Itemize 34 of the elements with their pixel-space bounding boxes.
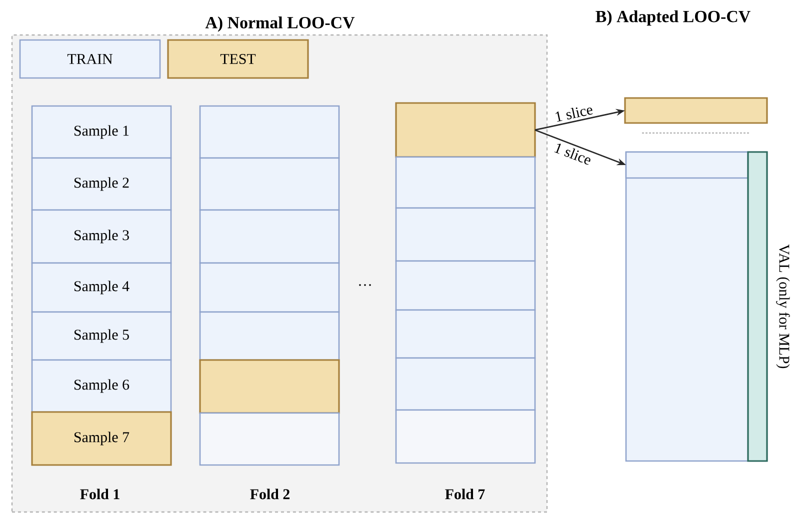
legend-label: TRAIN: [67, 54, 112, 64]
fold-label: Fold 1: [80, 488, 120, 500]
data-box: [199, 209, 340, 264]
vertical-label: VAL (only for MLP): [776, 244, 790, 368]
test-box: Sample 7: [31, 411, 172, 466]
data-box: [199, 412, 340, 466]
fold-label: Fold 7: [445, 488, 485, 500]
data-box: [199, 311, 340, 361]
data-box: [625, 151, 749, 179]
data-box: Sample 5: [31, 311, 172, 361]
data-box: Sample 2: [31, 157, 172, 211]
data-box: Sample 1: [31, 105, 172, 159]
legend-label: TEST: [220, 54, 256, 64]
data-box: Sample 6: [31, 359, 172, 413]
test-box: [624, 97, 768, 124]
ellipsis: …: [359, 284, 371, 286]
data-box: [395, 357, 536, 411]
panel-title: A) Normal LOO-CV: [205, 16, 355, 32]
section-title: B) Adapted LOO-CV: [596, 10, 750, 26]
data-box: [395, 260, 536, 311]
test-box: [199, 359, 340, 414]
edge-label: 1 slice: [556, 107, 593, 122]
data-box: Sample 4: [31, 262, 172, 313]
test-box: [395, 102, 536, 158]
data-box: [395, 156, 536, 209]
data-box: [395, 207, 536, 262]
data-box: [199, 262, 340, 313]
data-box: Sample 3: [31, 209, 172, 264]
data-box: [199, 105, 340, 159]
data-box: [199, 157, 340, 211]
edge-label: 1 slice: [554, 144, 590, 165]
data-box: [395, 309, 536, 359]
data-box: [395, 409, 536, 464]
fold-label: Fold 2: [250, 488, 290, 500]
